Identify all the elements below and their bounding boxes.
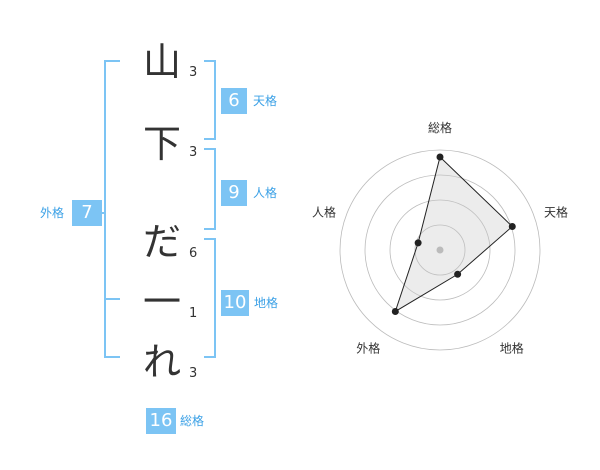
stroke-count-1: 3 bbox=[189, 65, 198, 80]
jinkaku-bracket-bottom bbox=[204, 228, 216, 230]
radar-ring-3 bbox=[364, 174, 516, 326]
name-char-3: だ bbox=[142, 220, 181, 264]
radar-ring-1 bbox=[414, 224, 466, 276]
radar-point-3 bbox=[454, 270, 462, 278]
radar-center-dot bbox=[436, 246, 444, 254]
stroke-count-5: 3 bbox=[189, 366, 198, 381]
jinkaku-bracket-top bbox=[204, 148, 216, 150]
radar-point-5 bbox=[414, 239, 422, 247]
radar-point-1 bbox=[436, 153, 444, 161]
gaikaku-bracket-vertical bbox=[104, 60, 106, 358]
radar-ring-4 bbox=[339, 149, 541, 351]
radar-axis-label-5: 人格 bbox=[312, 204, 336, 219]
name-char-1: 山 bbox=[142, 40, 181, 84]
name-char-4: 一 bbox=[142, 280, 181, 324]
gaikaku-bracket-bottom bbox=[104, 356, 120, 358]
radar-axis-label-3: 地格 bbox=[500, 341, 524, 356]
jinkaku-label: 人格 bbox=[253, 186, 278, 200]
tenkaku-bracket-vertical bbox=[214, 60, 216, 140]
stroke-count-4: 1 bbox=[189, 306, 198, 321]
tenkaku-label: 天格 bbox=[253, 94, 278, 108]
stroke-count-2: 3 bbox=[189, 145, 198, 160]
gaikaku-bracket-top bbox=[104, 60, 120, 62]
radar-axis-label-4: 外格 bbox=[356, 341, 380, 356]
radar-axis-label-2: 天格 bbox=[544, 204, 568, 219]
radar-ring-2 bbox=[389, 199, 491, 301]
tenkaku-bracket-top bbox=[204, 60, 216, 62]
chikaku-bracket-bottom bbox=[204, 356, 216, 358]
name-char-5: れ bbox=[142, 340, 181, 384]
radar-point-2 bbox=[508, 223, 516, 231]
chikaku-bracket-top bbox=[204, 238, 216, 240]
radar-axis-label-1: 総格 bbox=[428, 120, 452, 135]
stroke-count-3: 6 bbox=[189, 246, 198, 261]
radar-series-polygon bbox=[394, 156, 514, 313]
name-char-2: 下 bbox=[142, 122, 181, 166]
soukaku-badge: 16 bbox=[146, 408, 176, 434]
jinkaku-badge: 9 bbox=[221, 180, 247, 206]
chikaku-badge: 10 bbox=[221, 290, 249, 316]
tenkaku-bracket-bottom bbox=[204, 138, 216, 140]
gaikaku-bracket-mid bbox=[104, 298, 120, 300]
radar-point-4 bbox=[391, 307, 399, 315]
chikaku-bracket-vertical bbox=[214, 238, 216, 358]
tenkaku-badge: 6 bbox=[221, 88, 247, 114]
chikaku-label: 地格 bbox=[254, 296, 279, 310]
jinkaku-bracket-vertical bbox=[214, 148, 216, 230]
gaikaku-label: 外格 bbox=[40, 206, 65, 220]
gaikaku-badge: 7 bbox=[72, 200, 102, 226]
soukaku-label: 総格 bbox=[180, 414, 205, 428]
